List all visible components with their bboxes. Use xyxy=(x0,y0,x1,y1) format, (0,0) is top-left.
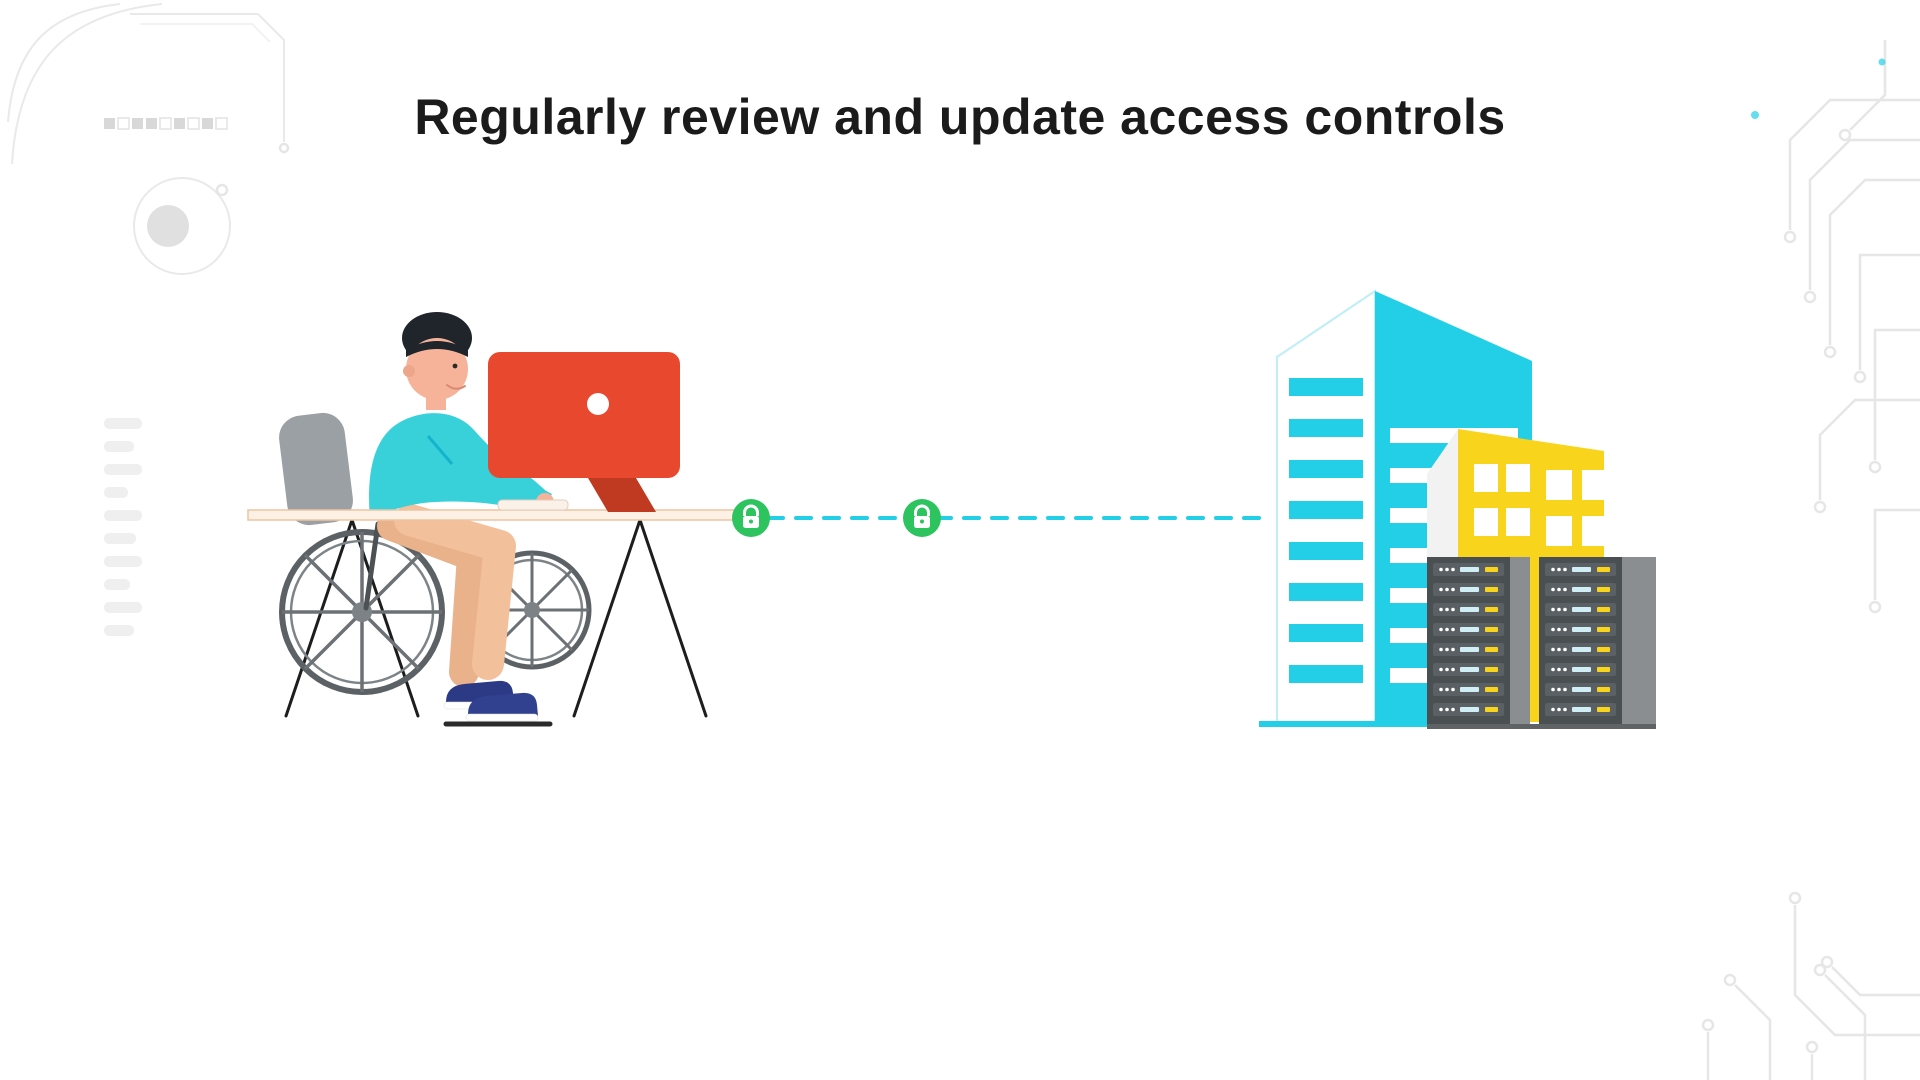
circuit-decor-top-left xyxy=(7,3,290,275)
person-legs xyxy=(377,504,516,687)
buildings-illustration xyxy=(1259,289,1656,729)
wheelchair-user-illustration xyxy=(247,312,763,727)
front-windows xyxy=(1289,378,1363,683)
page-title: Regularly review and update access contr… xyxy=(414,89,1506,145)
secure-connection xyxy=(730,497,1264,539)
person-shoes xyxy=(443,680,539,722)
circuit-decor-bottom-right xyxy=(1701,891,1920,1080)
ground-line xyxy=(1259,721,1431,727)
rack-base xyxy=(1427,724,1656,729)
circle-decor xyxy=(133,177,231,275)
skeleton-bars-decor xyxy=(104,418,142,636)
server-rack-1 xyxy=(1427,557,1530,724)
person-head xyxy=(402,312,472,400)
circuit-decor-right xyxy=(1751,40,1920,614)
binary-squares-decor xyxy=(104,117,228,130)
server-rack-2 xyxy=(1539,557,1656,724)
keyboard xyxy=(497,499,569,511)
wheelchair-backrest xyxy=(279,412,353,526)
monitor xyxy=(488,352,680,512)
shirt-detail xyxy=(426,435,454,465)
wheelchair-rear-wheel xyxy=(279,529,445,695)
desk-top xyxy=(247,509,763,521)
monitor-logo-dot xyxy=(587,393,609,415)
lock-icon xyxy=(730,497,772,539)
wheelchair-frame xyxy=(363,521,381,611)
yellow-windows xyxy=(1474,464,1608,546)
person-torso xyxy=(369,413,552,520)
lock-icon xyxy=(901,497,943,539)
